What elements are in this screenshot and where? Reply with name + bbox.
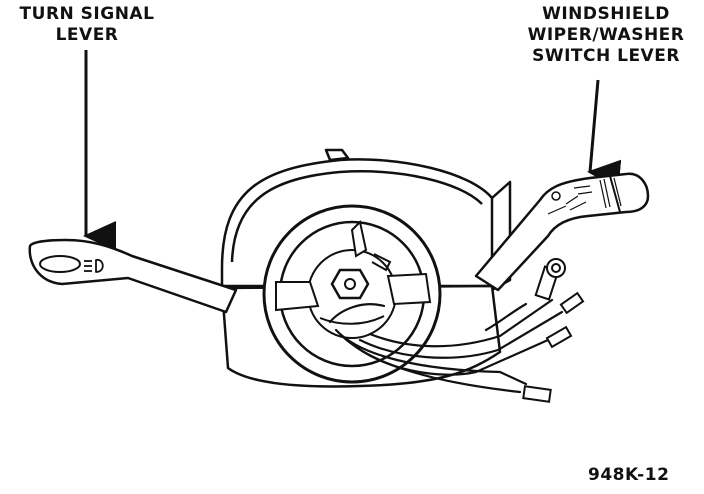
hub-spoke-left [275,281,320,312]
figure-id: 948K-12 [588,465,670,485]
wiper-knob-grip [599,177,622,209]
headlamp-symbol-icon [84,259,104,273]
wiper-symbol-icon [551,191,561,201]
center-nut-bore [344,278,356,290]
turn-signal-lever [28,238,238,314]
turn-signal-label-line-2: LEVER [55,25,119,45]
connector-mid-2 [545,325,573,349]
center-nut [330,268,370,300]
wiper-leader-arrow [587,79,622,190]
connector-upper-plug [534,258,566,301]
turn-signal-lever-label: TURN SIGNAL LEVER [2,4,172,46]
wiper-washer-lever [474,172,650,292]
wiper-knob-band [609,175,621,213]
hub-wedge-lower [319,315,385,325]
turn-signal-knob-oval [39,255,81,273]
hub-spring-clip [371,253,392,272]
connector-mid-1 [559,291,585,315]
wiper-washer-lever-label: WINDSHIELD WIPER/WASHER SWITCH LEVER [518,4,694,67]
wiring-harness [328,298,564,394]
hub-upper-tab [350,219,368,258]
turn-signal-label-line-1: TURN SIGNAL [19,4,155,24]
wiper-position-markings [547,185,593,215]
steering-hub [262,204,442,384]
hub-spoke-right [386,272,432,306]
wiper-label-line-1: WINDSHIELD [542,4,670,24]
wiper-label-line-2: WIPER/WASHER [527,25,685,45]
wiper-label-line-3: SWITCH LEVER [532,46,680,66]
connector-lower [522,385,552,403]
